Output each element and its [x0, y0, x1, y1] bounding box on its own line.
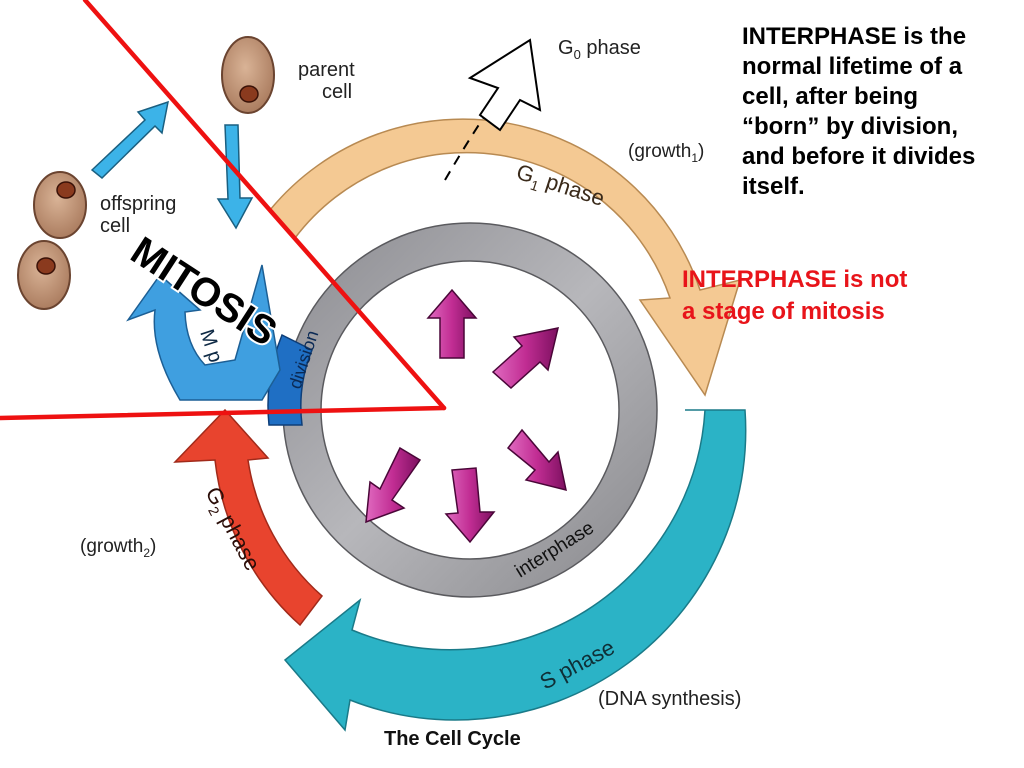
parent-cell-label-1: parent [298, 59, 355, 81]
offspring-cell-2-nucleus [36, 257, 56, 275]
note-line-1: INTERPHASE is the [742, 23, 967, 50]
note-line-4: “born” by division, [742, 113, 959, 140]
parent-cell [221, 36, 275, 114]
offspring-cell-1-nucleus [56, 181, 76, 199]
g1-phase-arrow [269, 118, 742, 397]
offspring-cell-1 [33, 171, 87, 239]
magenta-arrow-downleft [365, 446, 422, 524]
mitosis-wedge-lines [0, 0, 447, 421]
growth2-note: (growth2) [80, 536, 156, 560]
parent-to-cycle-arrow [216, 124, 254, 230]
offspring-cell-label-2: cell [100, 215, 130, 237]
mitosis-wedge-line-bottom [0, 405, 447, 421]
growth1-note: (growth1) [628, 141, 704, 165]
offspring-cell-label-1: offspring [100, 193, 176, 215]
interphase-arrows [365, 288, 567, 544]
m-phase-arrow [125, 264, 281, 401]
interphase-not-mitosis-note: INTERPHASE is not a stage of mitosis [682, 264, 982, 328]
red-note-line-1: INTERPHASE is not [682, 266, 908, 293]
diagram-caption: The Cell Cycle [384, 728, 521, 750]
note-line-6: itself. [742, 173, 805, 200]
g2-phase-arrow [173, 408, 324, 627]
offspring-cell-2 [17, 240, 71, 310]
mitosis-wedge-line-top [82, 0, 447, 411]
magenta-arrow-up [426, 288, 478, 359]
note-line-2: normal lifetime of a [742, 53, 963, 80]
dna-synthesis-note: (DNA synthesis) [598, 688, 741, 710]
g0-arrowhead [467, 38, 542, 132]
s-phase-arrow [283, 409, 747, 732]
red-note-line-2: a stage of mitosis [682, 298, 885, 325]
magenta-arrow-upright [491, 327, 560, 390]
g0-phase-label: G0 phase [558, 37, 641, 62]
parent-cell-label-2: cell [322, 81, 352, 103]
parent-cell-nucleus [239, 85, 259, 103]
cell-arrows [90, 100, 254, 230]
note-line-3: cell, after being [742, 83, 919, 110]
magenta-arrow-downright [506, 428, 567, 492]
interphase-definition-note: INTERPHASE is the normal lifetime of a c… [742, 22, 1024, 202]
offspring-to-parent-arrow [90, 100, 169, 180]
note-line-5: and before it divides [742, 143, 976, 170]
magenta-arrow-down [444, 467, 496, 544]
